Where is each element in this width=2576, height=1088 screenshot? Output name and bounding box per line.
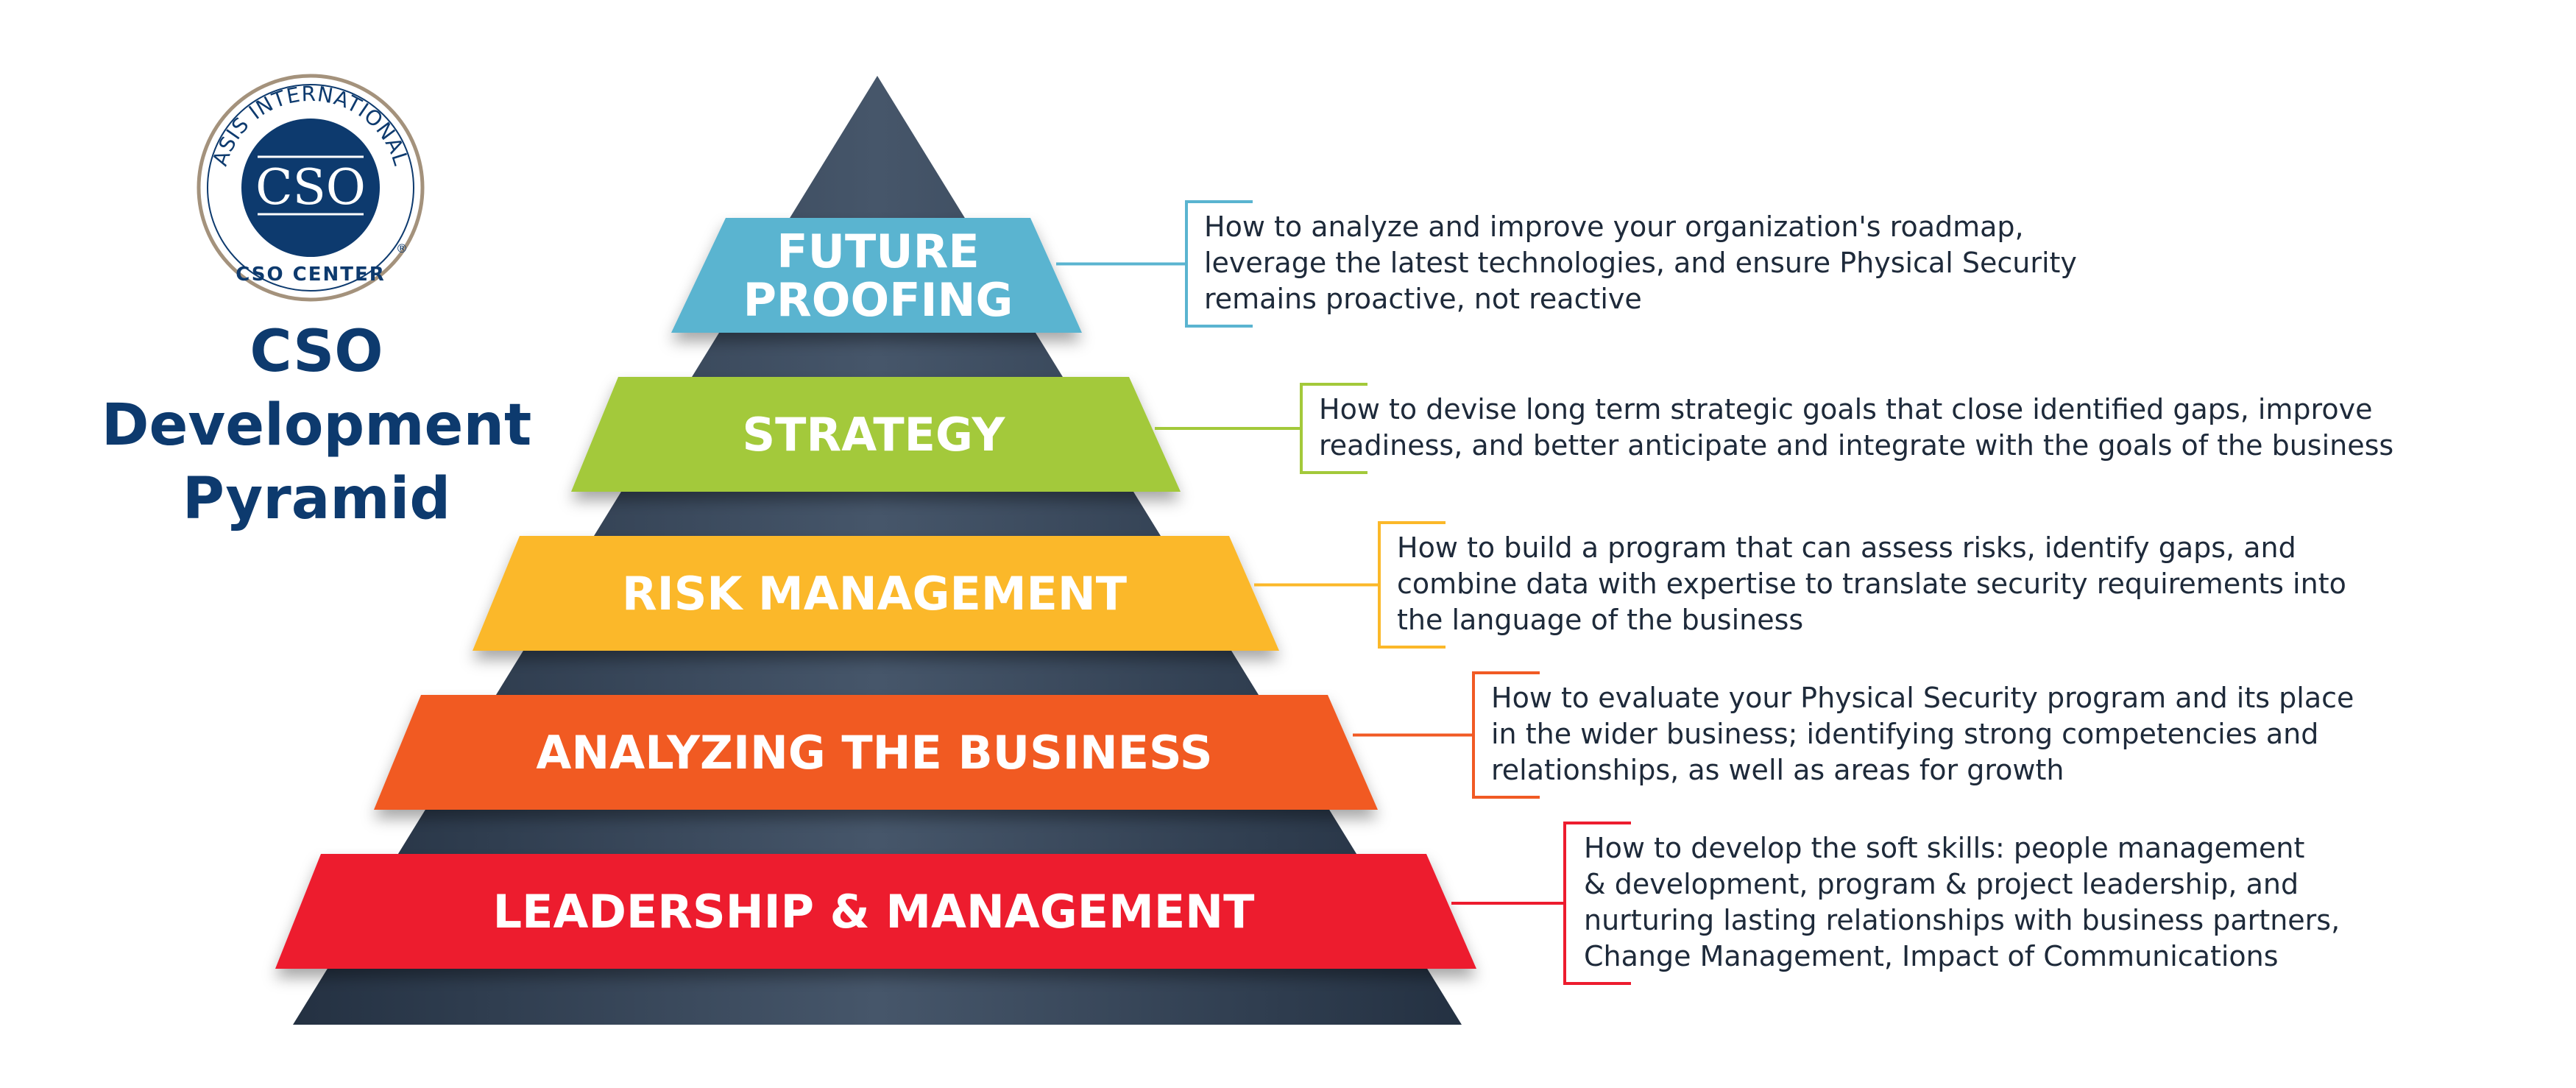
tier-label-strategy: STRATEGY <box>743 408 1006 462</box>
tier-description-line: How to analyze and improve your organiza… <box>1204 211 2024 243</box>
tier-description-analyzing-the-business: How to evaluate your Physical Security p… <box>1491 680 2354 788</box>
tier-label-risk-management: RISK MANAGEMENT <box>622 567 1127 621</box>
tier-label-future-proofing: FUTURE <box>776 225 979 278</box>
tier-description-line: How to devise long term strategic goals … <box>1319 393 2373 425</box>
tier-band-future-proofing <box>671 218 1082 333</box>
page-title: CSO Development Pyramid <box>81 315 552 536</box>
title-line-1: CSO <box>250 319 383 385</box>
tier-description-future-proofing: How to analyze and improve your organiza… <box>1204 209 2077 317</box>
tier-description-leadership-management: How to develop the soft skills: people m… <box>1584 830 2340 975</box>
tier-description-line: nurturing lasting relationships with bus… <box>1584 904 2340 936</box>
tier-description-line: How to evaluate your Physical Security p… <box>1491 682 2354 714</box>
tier-description-line: & development, program & project leaders… <box>1584 868 2299 900</box>
tier-bracket-leadership-management <box>1563 822 1631 985</box>
tier-description-line: remains proactive, not reactive <box>1204 283 1642 315</box>
tier-description-line: combine data with expertise to translate… <box>1397 568 2346 600</box>
tier-band-analyzing-the-business <box>374 695 1378 810</box>
tier-bracket-analyzing-the-business <box>1472 671 1540 799</box>
logo-bottom-text: CSO CENTER <box>236 264 386 286</box>
tier-description-line: Change Management, Impact of Communicati… <box>1584 940 2279 972</box>
tier-description-line: in the wider business; identifying stron… <box>1491 718 2319 750</box>
logo-center-text: CSO <box>255 159 366 216</box>
tier-band-strategy <box>571 377 1181 492</box>
tier-description-line: the language of the business <box>1397 604 1804 636</box>
title-line-3: Pyramid <box>182 466 451 532</box>
title-line-2: Development <box>101 392 532 459</box>
tier-band-risk-management <box>473 536 1279 651</box>
logo-registered-mark: ® <box>396 241 408 255</box>
cso-center-logo: ASIS INTERNATIONAL CSO CSO CENTER ® <box>197 74 425 302</box>
tier-bracket-future-proofing <box>1185 200 1253 328</box>
logo-center-disc <box>241 119 380 257</box>
tier-description-line: readiness, and better anticipate and int… <box>1319 429 2394 462</box>
tier-description-line: leverage the latest technologies, and en… <box>1204 247 2077 279</box>
tier-description-line: relationships, as well as areas for grow… <box>1491 754 2064 786</box>
tier-label-future-proofing: PROOFING <box>743 273 1013 327</box>
tier-band-leadership-management <box>275 854 1476 969</box>
tier-description-risk-management: How to build a program that can assess r… <box>1397 530 2346 638</box>
tier-label-leadership-management: LEADERSHIP & MANAGEMENT <box>493 885 1255 939</box>
tier-description-strategy: How to devise long term strategic goals … <box>1319 392 2393 464</box>
tier-bracket-strategy <box>1300 383 1367 474</box>
tier-description-line: How to build a program that can assess r… <box>1397 531 2296 564</box>
tier-label-analyzing-the-business: ANALYZING THE BUSINESS <box>536 726 1212 780</box>
tier-bracket-risk-management <box>1378 521 1446 649</box>
tier-description-line: How to develop the soft skills: people m… <box>1584 832 2305 864</box>
